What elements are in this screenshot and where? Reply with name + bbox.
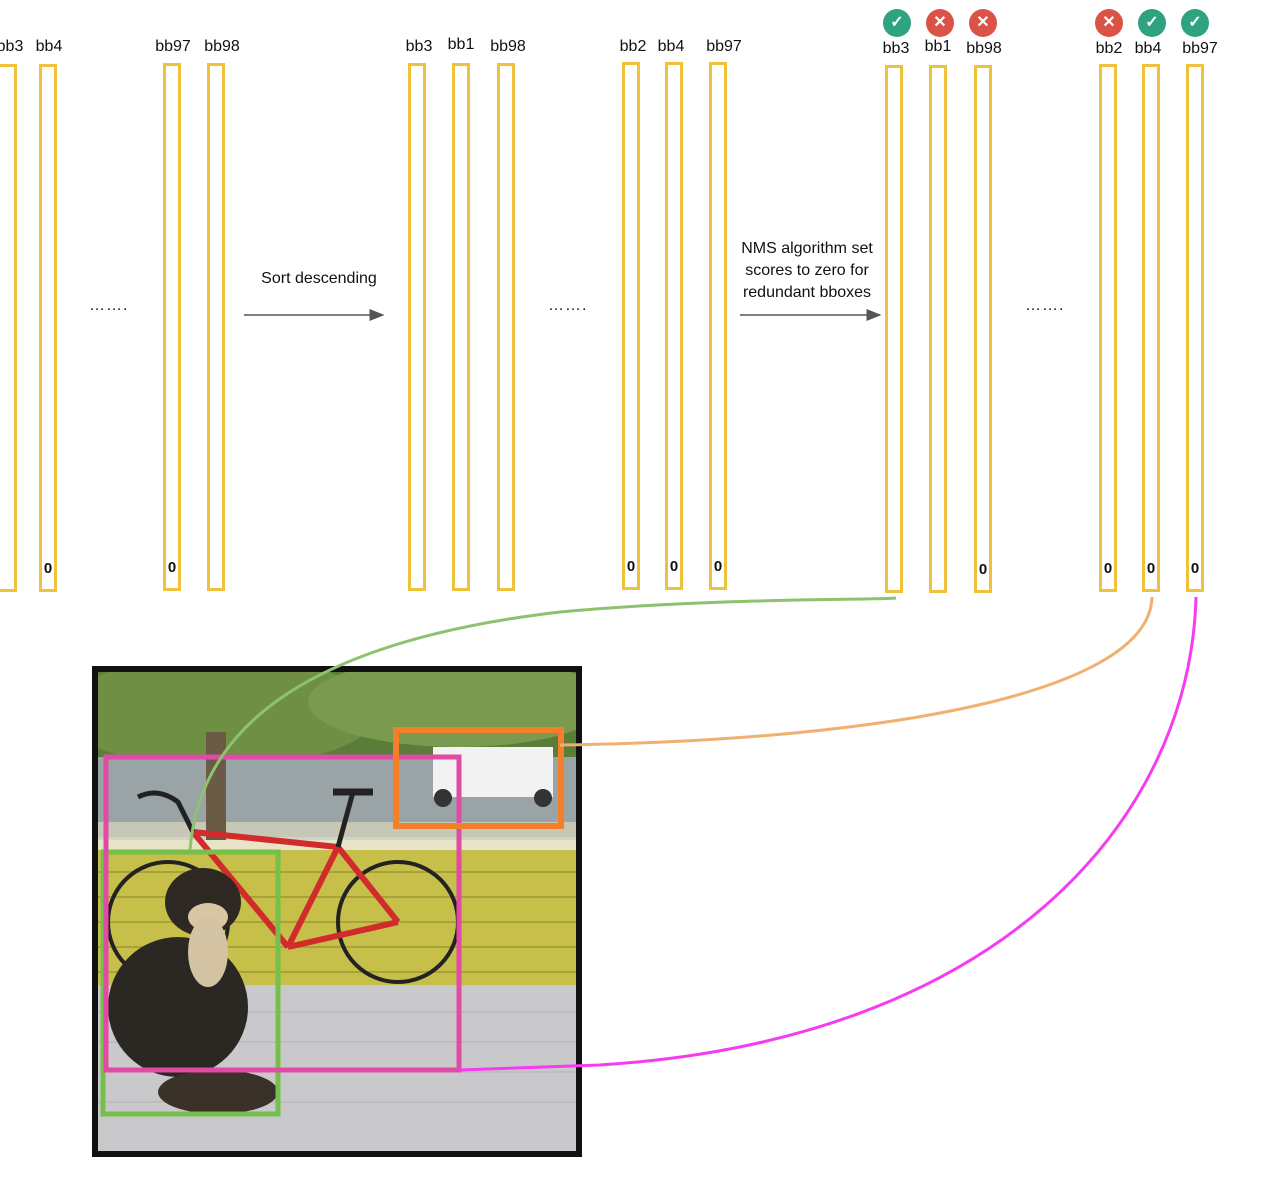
cross-icon: ✕ <box>1095 9 1123 37</box>
link-bb3-to-green-box <box>188 596 897 851</box>
link-bb4-to-orange-box <box>559 596 1154 747</box>
detection-photo <box>92 666 582 1157</box>
zero-score-bb4-group2: 0 <box>669 558 679 575</box>
label-bb4-group2: bb4 <box>657 38 685 55</box>
nms-step-line-1: NMS algorithm set <box>741 240 873 257</box>
score-bar-bb98-group1 <box>207 63 225 591</box>
score-bar-bb97-group3: 0 <box>1186 64 1204 592</box>
score-bar-bb3-group3 <box>885 65 903 593</box>
zero-score-bb4-group1: 0 <box>43 560 53 577</box>
label-bb4-group1: bb4 <box>35 38 63 55</box>
sort-descending-label: Sort descending <box>261 270 377 287</box>
nms-step-label: NMS algorithm set scores to zero for red… <box>727 238 887 304</box>
ellipsis-group2: ……. <box>548 297 588 314</box>
zero-score-bb2-group2: 0 <box>626 558 636 575</box>
zero-score-bb97-group1: 0 <box>167 559 177 576</box>
label-bb4-group3: bb4 <box>1134 40 1162 57</box>
score-bar-bb4-group3: 0 <box>1142 64 1160 592</box>
label-bb97-group2: bb97 <box>706 38 742 55</box>
zero-score-bb98-group3: 0 <box>978 561 988 578</box>
label-bb98-group2: bb98 <box>490 38 526 55</box>
score-bar-bb4-group2: 0 <box>665 62 683 590</box>
score-bar-bb98-group3: 0 <box>974 65 992 593</box>
photo-illustration <box>98 672 576 1151</box>
zero-score-bb97-group2: 0 <box>713 558 723 575</box>
cross-icon: ✕ <box>926 9 954 37</box>
score-bar-bb97-group1: 0 <box>163 63 181 591</box>
score-bar-bb3-group1 <box>0 64 17 592</box>
label-bb3-group3: bb3 <box>882 40 910 57</box>
zero-score-bb2-group3: 0 <box>1103 560 1113 577</box>
score-bar-bb1-group3 <box>929 65 947 593</box>
label-bb1-group3: bb1 <box>924 38 952 55</box>
nms-step-line-3: redundant bboxes <box>742 284 872 301</box>
label-bb98-group3: bb98 <box>966 40 1002 57</box>
label-bb3-group1: bb3 <box>0 38 24 55</box>
check-icon: ✓ <box>1181 9 1209 37</box>
score-bar-bb4-group1: 0 <box>39 64 57 592</box>
label-bb1-group2: bb1 <box>447 36 475 53</box>
zero-score-bb4-group3: 0 <box>1146 560 1156 577</box>
label-bb2-group2: bb2 <box>619 38 647 55</box>
bounding-box-green <box>100 849 281 1117</box>
ellipsis-group3: ……. <box>1025 297 1065 314</box>
label-bb3-group2: bb3 <box>405 38 433 55</box>
zero-score-bb97-group3: 0 <box>1190 560 1200 577</box>
link-bb97-to-pink-box <box>459 596 1198 1072</box>
check-icon: ✓ <box>1138 9 1166 37</box>
check-icon: ✓ <box>883 9 911 37</box>
ellipsis-group1: ……. <box>89 297 129 314</box>
cross-icon: ✕ <box>969 9 997 37</box>
nms-step-line-2: scores to zero for <box>745 262 869 279</box>
bounding-box-orange <box>393 727 564 829</box>
score-bar-bb1-group2 <box>452 63 470 591</box>
score-bar-bb98-group2 <box>497 63 515 591</box>
label-bb2-group3: bb2 <box>1095 40 1123 57</box>
label-bb97-group1: bb97 <box>155 38 191 55</box>
score-bar-bb2-group3: 0 <box>1099 64 1117 592</box>
score-bar-bb3-group2 <box>408 63 426 591</box>
score-bar-bb97-group2: 0 <box>709 62 727 590</box>
score-bar-bb2-group2: 0 <box>622 62 640 590</box>
label-bb98-group1: bb98 <box>204 38 240 55</box>
bounding-box-pink <box>103 754 462 1073</box>
label-bb97-group3: bb97 <box>1182 40 1218 57</box>
